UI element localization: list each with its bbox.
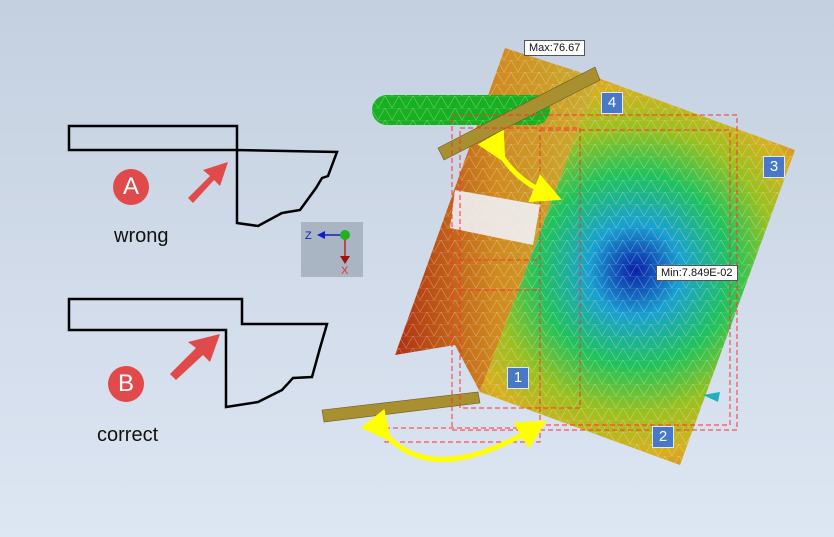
annotation-a-badge: A bbox=[113, 169, 149, 205]
annotation-b-caption: correct bbox=[97, 424, 159, 446]
annotation-a-caption: wrong bbox=[114, 225, 169, 247]
badge-1: 1 bbox=[507, 367, 529, 389]
yellow-double-arrow-icon bbox=[360, 129, 562, 462]
view-triad-icon[interactable]: Z X bbox=[301, 222, 363, 277]
badge-4: 4 bbox=[601, 92, 623, 114]
annotation-b-badge: B bbox=[108, 366, 144, 402]
badge-3: 3 bbox=[763, 156, 785, 178]
bottom-rod bbox=[321, 391, 481, 423]
triad-x: X bbox=[341, 265, 349, 277]
max-result-label: Max:76.67 bbox=[524, 40, 586, 56]
profile-wrong bbox=[67, 124, 339, 228]
triad-z: Z bbox=[305, 230, 312, 242]
profile-correct bbox=[67, 297, 329, 409]
min-result-label: Min:7.849E-02 bbox=[656, 265, 738, 281]
badge-2: 2 bbox=[652, 426, 674, 448]
red-arrow-icon bbox=[170, 162, 228, 380]
